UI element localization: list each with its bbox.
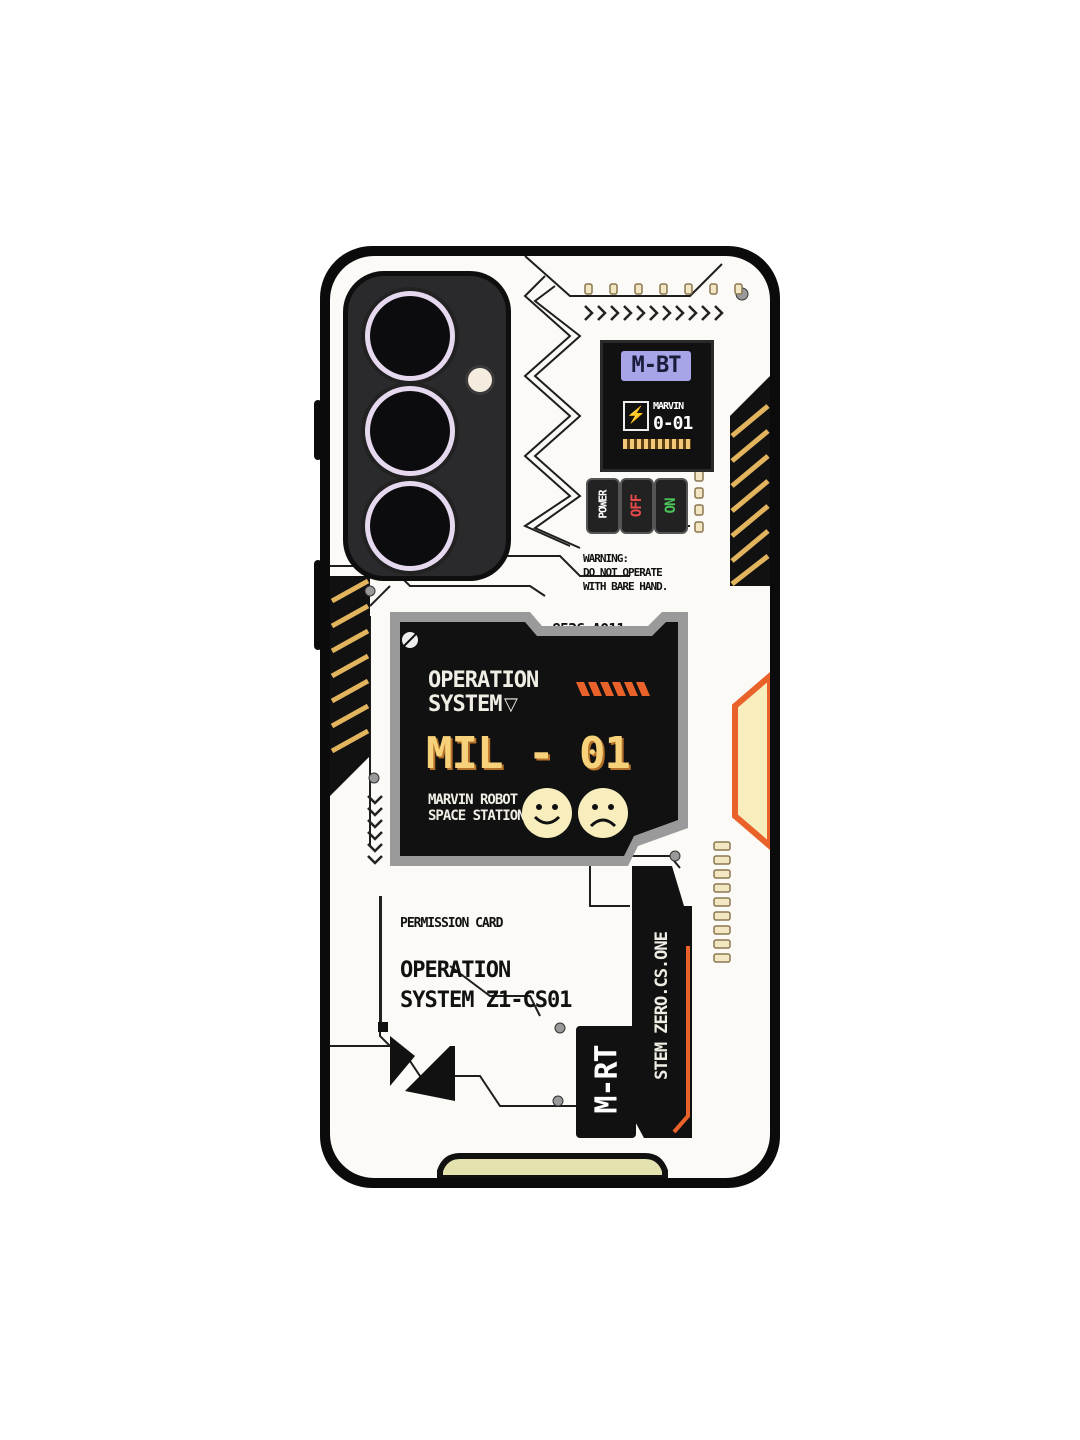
switch-power-label: POWER	[596, 490, 610, 519]
camera-module	[348, 276, 506, 576]
lightning-bolt-icon: ⚡	[623, 401, 649, 431]
mbt-led-bar	[623, 439, 691, 449]
flash-icon	[468, 368, 492, 392]
camera-lens-icon	[370, 296, 450, 376]
case-back: M-BT ⚡ MARVIN 0-01 POWER OFF ON WARNING:…	[330, 256, 770, 1178]
os-model: MIL - 01	[426, 728, 631, 779]
camera-lens-icon	[370, 391, 450, 471]
side-button-left-2	[314, 560, 322, 650]
camera-lens-icon	[370, 486, 450, 566]
warning-text: WARNING: DO NOT OPERATE WITH BARE HAND.	[583, 552, 668, 594]
switch-power: POWER	[586, 478, 620, 534]
os-line1: OPERATION	[428, 668, 539, 693]
station-line1: MARVIN ROBOT	[428, 792, 518, 808]
mbt-model-line1: MARVIN	[653, 401, 684, 412]
mrt-tag-text: M-RT	[589, 1045, 625, 1114]
permission-title: PERMISSION CARD	[400, 916, 503, 931]
system-tag: STEM ZERO.CS.ONE	[632, 866, 696, 1138]
permission-card: PERMISSION CARD OPERATION SYSTEM Z1-CS01	[378, 896, 580, 1036]
mbt-model-line2: 0-01	[653, 413, 693, 434]
switch-on-label: ON	[663, 498, 679, 514]
station-line2: SPACE STATION	[428, 808, 526, 824]
warning-line1: WARNING:	[583, 552, 629, 565]
permission-line1: OPERATION	[400, 958, 511, 983]
mbt-panel: M-BT ⚡ MARVIN 0-01	[600, 340, 714, 472]
switch-on: ON	[654, 478, 688, 534]
permission-line2: SYSTEM Z1-CS01	[400, 988, 572, 1013]
chevron-down-icon: ▽	[504, 694, 518, 714]
permission-bracket	[380, 896, 388, 1030]
smiley-happy-icon	[522, 788, 572, 838]
warning-line2: DO NOT OPERATE	[583, 566, 663, 579]
os-screen: OPERATION SYSTEM ▽ MIL - 01 MARVIN ROBOT…	[390, 608, 700, 880]
permission-marker	[378, 1022, 388, 1032]
os-line2: SYSTEM	[428, 692, 502, 717]
side-button-left-1	[314, 400, 322, 460]
switch-off-label: OFF	[629, 494, 645, 518]
phone-case: M-BT ⚡ MARVIN 0-01 POWER OFF ON WARNING:…	[320, 246, 780, 1188]
system-tag-text: STEM ZERO.CS.ONE	[652, 932, 672, 1080]
smiley-sad-icon	[578, 788, 628, 838]
warning-line3: WITH BARE HAND.	[583, 580, 668, 593]
mbt-brand-label: M-BT	[621, 351, 691, 381]
mbt-brand: M-BT	[631, 353, 682, 378]
mrt-tag: M-RT	[576, 1026, 636, 1138]
switch-off: OFF	[620, 478, 654, 534]
